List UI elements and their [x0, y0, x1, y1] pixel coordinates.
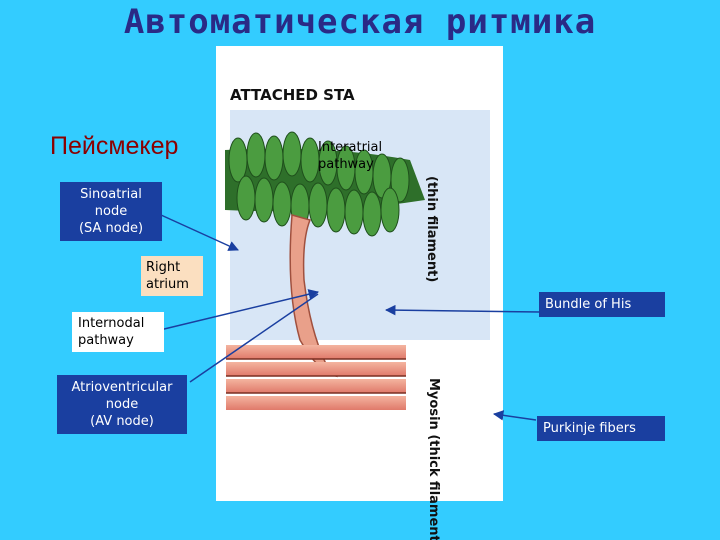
myosin-text: Myosin (thick filament) [426, 378, 441, 540]
purkinje-fibers-label: Purkinje fibers [537, 416, 665, 441]
interatrial-pathway-label: Interatrial pathway [318, 139, 382, 173]
purkinje-arrow [494, 414, 536, 420]
attached-state-text: ATTACHED STA [230, 86, 355, 104]
av-node-label: Atrioventricular node (AV node) [57, 375, 187, 434]
sa-node-label: Sinoatrial node (SA node) [60, 182, 162, 241]
bundle-of-his-label: Bundle of His [539, 292, 665, 317]
sa-node-arrow [150, 210, 238, 250]
actin-text: (thin filament) [424, 176, 439, 282]
thick-filament-bands [226, 345, 406, 410]
right-atrium-label: Right atrium [141, 256, 203, 296]
internodal-pathway-label: Internodal pathway [72, 312, 164, 352]
